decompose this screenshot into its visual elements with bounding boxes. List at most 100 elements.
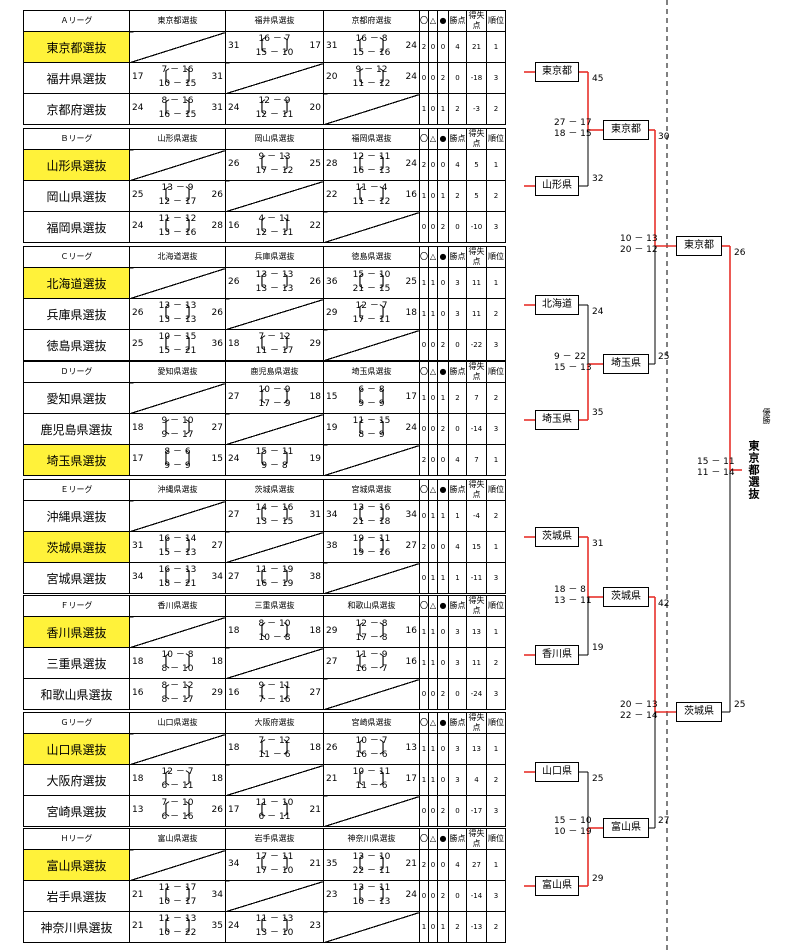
diagonal-cell [323,795,420,827]
half-score-second: 11 － 12 [352,79,391,89]
diagonal-cell [225,647,324,679]
team-name: 福岡県選抜 [23,211,130,243]
half-score-first: 11 － 15 [352,416,391,426]
stat-losses: 2 [437,211,449,243]
column-header-rank: 順位 [486,595,506,617]
bracket-right: 〕 [282,567,299,586]
stat-points: 3 [448,267,467,299]
stat-goal-diff: 15 [466,531,487,563]
diagonal-cell [225,413,324,445]
stat-goal-diff: -14 [466,880,487,912]
half-score-first: 13 － 11 [352,883,391,893]
stat-losses: 0 [437,267,449,299]
bracket-team-box: 北海道 [535,295,579,315]
column-header-draw: △ [428,828,438,850]
stat-rank: 3 [486,795,506,827]
half-score-first: 16 － 7 [258,34,291,44]
half-score-first: 17 － 11 [255,852,294,862]
bracket-right: 〕 [378,652,395,671]
stat-draws: 0 [428,62,438,94]
stat-draws: 0 [428,444,438,476]
half-score-second: 17 － 9 [258,399,291,409]
stat-goal-diff: -17 [466,795,487,827]
total-score-right: 25 [405,277,417,287]
bracket-left: 〔 [250,800,267,819]
column-header-diff: 得失点 [466,712,487,734]
half-score-first: 10 － 8 [161,650,194,660]
bracket-left: 〔 [250,272,267,291]
stat-wins: 0 [419,211,429,243]
total-score-left: 18 [228,626,240,636]
stat-goal-diff: -4 [466,500,487,532]
half-score-first: 13 － 16 [352,503,391,513]
stat-wins: 2 [419,531,429,563]
bracket-right: 〕 [184,652,201,671]
column-header-loss: ● [437,246,449,268]
total-score-left: 21 [132,890,144,900]
half-score-second: 22 － 11 [352,866,391,876]
half-score-first: 11 － 12 [158,214,197,224]
stat-goal-diff: 21 [466,31,487,63]
half-score-second: 12 － 11 [255,228,294,238]
bracket-right: 〕 [282,738,299,757]
bracket-left: 〔 [348,854,365,873]
stat-draws: 1 [428,733,438,765]
half-score-second: 17 － 12 [255,166,294,176]
bracket-left: 〔 [154,916,171,935]
bracket-left: 〔 [154,769,171,788]
bracket-left: 〔 [348,67,365,86]
stat-draws: 1 [428,500,438,532]
stat-draws: 1 [428,298,438,330]
sf-score-2: 20 － 12 [620,245,658,255]
column-team-header: 京都府選抜 [323,10,420,32]
total-score-left: 27 [228,392,240,402]
half-score-second: 13 － 13 [255,284,294,294]
total-score-left: 15 [326,392,338,402]
total-score-right: 23 [309,921,321,931]
column-header-win: 〇 [419,361,429,383]
total-score-right: 15 [211,454,223,464]
column-team-header: 沖縄県選抜 [129,479,226,501]
half-score-first: 7 － 16 [161,65,194,75]
bracket-right: 〕 [282,621,299,640]
bracket-right: 〕 [378,505,395,524]
stat-draws: 0 [428,413,438,445]
column-team-header: 岩手県選抜 [225,828,324,850]
stat-losses: 1 [437,911,449,943]
column-header-points: 勝点 [448,479,467,501]
column-team-header: 鹿児島県選抜 [225,361,324,383]
stat-wins: 2 [419,31,429,63]
bracket-left: 〔 [348,652,365,671]
bracket-score: 45 [592,74,604,84]
stat-goal-diff: 5 [466,180,487,212]
diagonal-cell [323,211,420,243]
diagonal-cell [225,880,324,912]
stat-goal-diff: -18 [466,62,487,94]
stat-points: 2 [448,911,467,943]
diagonal-cell [323,93,420,125]
bracket-right: 〕 [378,272,395,291]
bracket-left: 〔 [250,621,267,640]
diagonal-cell [129,267,226,299]
half-score-first: 7 － 10 [161,798,194,808]
column-header-rank: 順位 [486,10,506,32]
half-score-first: 12 － 9 [258,96,291,106]
bracket-right: 〕 [184,98,201,117]
column-team-header: 茨城県選抜 [225,479,324,501]
bracket-left: 〔 [154,567,171,586]
